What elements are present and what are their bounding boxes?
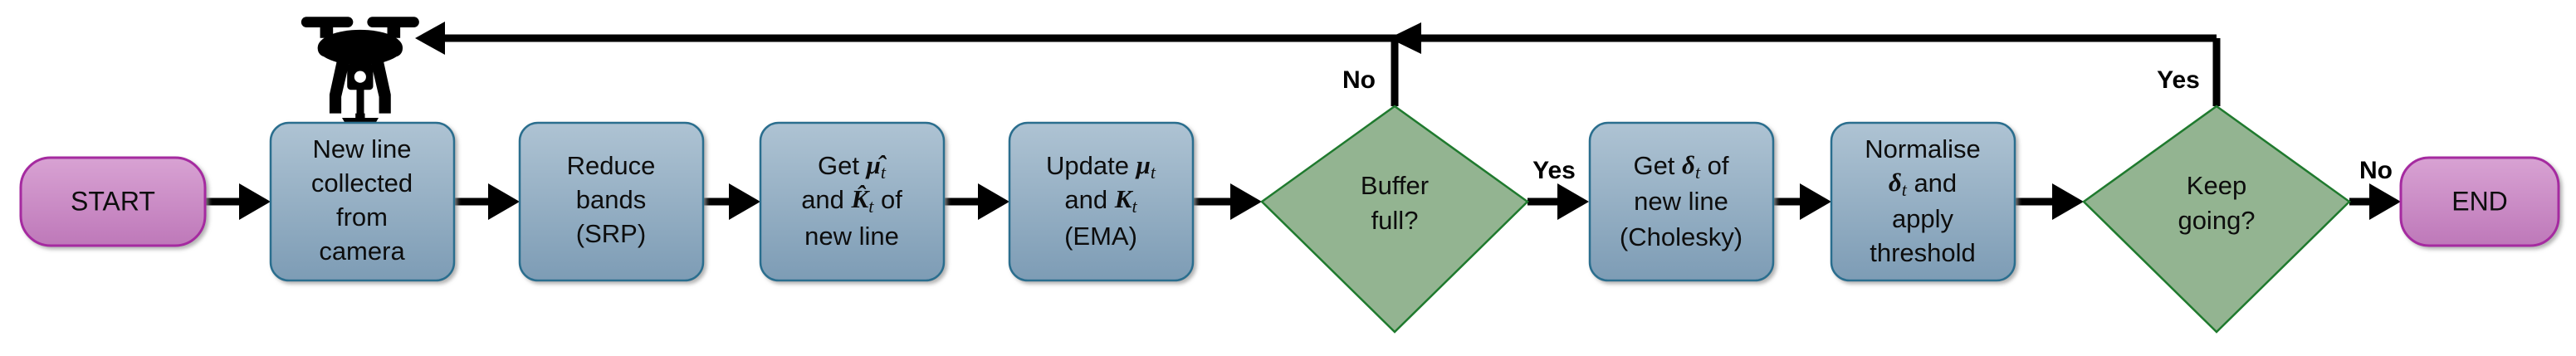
new-line-line-4: camera: [319, 237, 405, 266]
get-line1-subscript: t: [881, 162, 887, 183]
edge-labels-layer: No Yes Yes No: [1342, 66, 2393, 184]
update-line2-subscript: t: [1132, 196, 1137, 217]
end-shape[interactable]: [2399, 156, 2560, 247]
get-line1-pre: Get: [818, 151, 867, 180]
edge-buffer-no-arrowhead: [1389, 22, 1421, 54]
reduce-bands-line-1: Reduce: [567, 151, 656, 180]
getdelta-line1-post: of: [1700, 151, 1729, 180]
node-buffer-full[interactable]: Buffer full?: [1260, 105, 1529, 334]
get-line2-pre: and: [801, 185, 851, 214]
normalise-line-2: δt and: [1889, 168, 1957, 200]
buffer-full-line-2: full?: [1371, 206, 1419, 235]
buffer-full-shape[interactable]: [1260, 105, 1529, 334]
get-delta-line-1: Get δt of: [1633, 150, 1728, 183]
edge-buffer-yes-arrowhead: [1557, 183, 1589, 220]
get-mu-k-hat-line-2: and K̂t of: [801, 184, 902, 217]
update-line-2: and Kt: [1064, 184, 1137, 217]
get-mu-k-hat-line-3: new line: [804, 222, 899, 251]
keep-going-line-2: going?: [2178, 206, 2255, 235]
getdelta-line1-symbol: δ: [1682, 150, 1695, 179]
keep-going-shape[interactable]: [2082, 105, 2351, 334]
normalise-line2-post: and: [1907, 168, 1957, 198]
edge-label-buffer-yes: Yes: [1532, 157, 1576, 184]
edge-getdelta-to-normalise-arrowhead: [1800, 183, 1831, 220]
update-line2-pre: and: [1064, 185, 1114, 214]
get-delta-line-2: new line: [1634, 187, 1728, 216]
update-line2-symbol: K: [1114, 184, 1134, 213]
node-keep-going[interactable]: Keep going?: [2082, 105, 2351, 334]
normalise-delta-threshold-shape[interactable]: [1830, 121, 2016, 282]
edge-keep-no-arrowhead: [2369, 183, 2401, 220]
edge-label-keep-no: No: [2359, 157, 2393, 184]
get-mu-k-hat-line-1: Get μ̂t: [818, 150, 887, 183]
new-line-line-1: New line: [313, 134, 412, 163]
start-label: START: [71, 186, 155, 216]
end-label: END: [2451, 186, 2508, 216]
edge-label-buffer-no: No: [1342, 66, 1376, 94]
edge-update-to-buffer-arrowhead: [1230, 183, 1262, 220]
edges-layer: [205, 22, 2401, 220]
edge-getest-to-update-arrowhead: [978, 183, 1009, 220]
normalise-line-3: apply: [1892, 204, 1954, 233]
reduce-bands-shape[interactable]: [518, 121, 705, 282]
drone-icon: [301, 17, 419, 123]
edge-reduce-to-getest-arrowhead: [729, 183, 760, 220]
update-line1-subscript: t: [1151, 162, 1156, 183]
edge-start-to-newline-arrowhead: [239, 183, 271, 220]
node-get-mu-k-hat[interactable]: Get μ̂t and K̂t of new line: [759, 121, 946, 282]
update-line1-symbol: μ: [1135, 150, 1151, 179]
get-line2-subscript: t: [868, 196, 874, 217]
keep-going-line-1: Keep: [2187, 171, 2246, 200]
normalise-line2-symbol: δ: [1889, 168, 1902, 197]
node-end[interactable]: END: [2399, 156, 2560, 247]
new-line-line-2: collected: [311, 168, 413, 198]
get-mu-k-hat-shape[interactable]: [759, 121, 946, 282]
new-line-collected-shape[interactable]: [269, 121, 456, 282]
update-line-1: Update μt: [1046, 150, 1156, 183]
node-reduce-bands[interactable]: Reduce bands (SRP): [518, 121, 705, 282]
get-line2-post: of: [873, 185, 902, 214]
update-mu-k-ema-shape[interactable]: [1008, 121, 1195, 282]
update-line1-pre: Update: [1046, 151, 1136, 180]
node-start[interactable]: START: [19, 156, 207, 247]
edge-newline-to-reduce-arrowhead: [488, 183, 520, 220]
update-line-3: (EMA): [1064, 222, 1137, 251]
node-normalise-delta-threshold[interactable]: Normalise δt and apply threshold: [1830, 121, 2016, 282]
new-line-line-3: from: [336, 202, 388, 232]
normalise-line-1: Normalise: [1865, 134, 1981, 163]
edge-label-keep-yes: Yes: [2157, 66, 2200, 94]
get-delta-cholesky-shape[interactable]: [1588, 121, 1775, 282]
node-update-mu-k-ema[interactable]: Update μt and Kt (EMA): [1008, 121, 1195, 282]
get-delta-line-3: (Cholesky): [1620, 222, 1743, 251]
reduce-bands-line-2: bands: [576, 185, 646, 214]
normalise-line2-subscript: t: [1902, 179, 1908, 200]
node-new-line-collected[interactable]: New line collected from camera: [269, 121, 456, 282]
start-shape[interactable]: [19, 156, 207, 247]
reduce-bands-line-3: (SRP): [576, 219, 646, 248]
normalise-line-4: threshold: [1870, 238, 1976, 267]
buffer-full-line-1: Buffer: [1361, 171, 1429, 200]
edge-feedback-arrowhead: [415, 22, 445, 55]
edge-normalise-to-keepgoing-arrowhead: [2052, 183, 2084, 220]
getdelta-line1-pre: Get: [1633, 151, 1682, 180]
getdelta-line1-subscript: t: [1695, 162, 1701, 183]
node-get-delta-cholesky[interactable]: Get δt of new line (Cholesky): [1588, 121, 1775, 282]
get-line2-symbol: K̂: [851, 184, 871, 213]
